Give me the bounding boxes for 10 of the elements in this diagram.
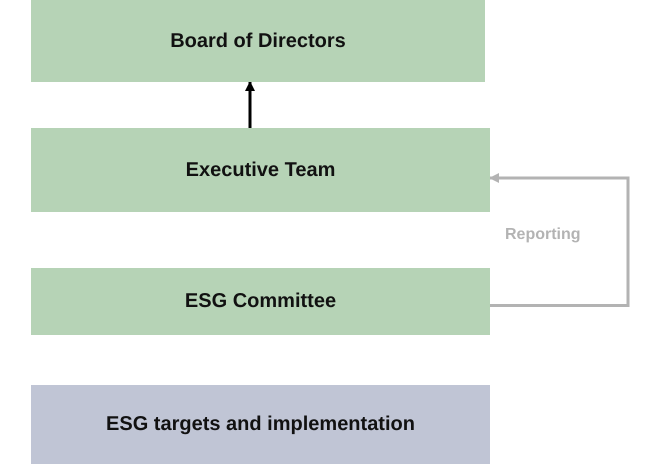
box-label: Executive Team [186,158,336,182]
governance-box [31,268,490,335]
governance-box [31,0,485,82]
box-label: ESG Committee [184,290,336,313]
implementation-box [31,385,490,464]
arrow [489,173,630,307]
box-label: Board of Directors [170,30,346,52]
box-label: ESG targets and implementation [106,413,415,436]
arrow [245,81,255,128]
governance-box [31,128,490,212]
